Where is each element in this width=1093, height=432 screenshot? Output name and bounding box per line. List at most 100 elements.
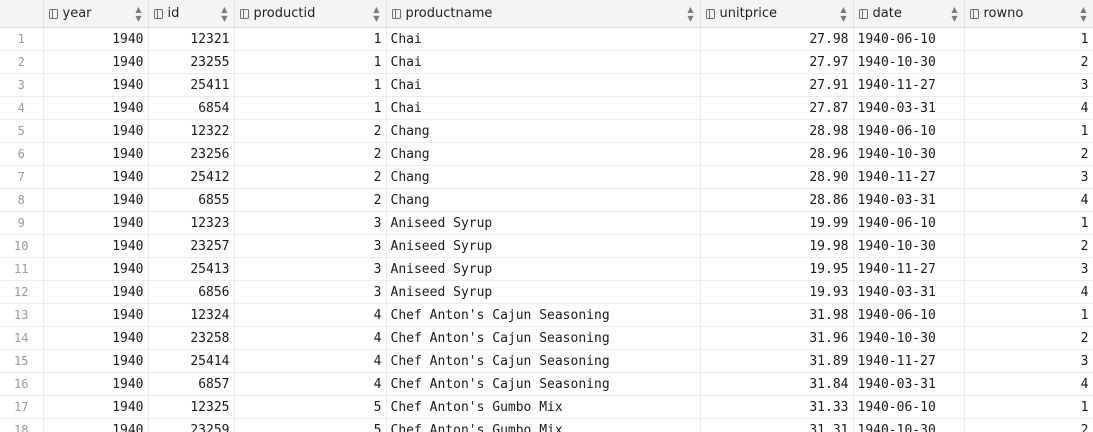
cell-productname[interactable]: Chang xyxy=(386,119,701,143)
cell-productid[interactable]: 1 xyxy=(234,73,387,97)
row-number-header[interactable] xyxy=(0,0,44,28)
cell-unitprice[interactable]: 31.96 xyxy=(700,326,854,350)
row-number[interactable]: 8 xyxy=(0,188,44,212)
cell-unitprice[interactable]: 27.91 xyxy=(700,73,854,97)
cell-id[interactable]: 12322 xyxy=(148,119,235,143)
cell-rowno[interactable]: 1 xyxy=(964,119,1093,143)
cell-year[interactable]: 1940 xyxy=(43,349,149,373)
cell-year[interactable]: 1940 xyxy=(43,326,149,350)
cell-rowno[interactable]: 3 xyxy=(964,73,1093,97)
row-number[interactable]: 15 xyxy=(0,349,44,373)
cell-productname[interactable]: Aniseed Syrup xyxy=(386,280,701,304)
cell-year[interactable]: 1940 xyxy=(43,234,149,258)
cell-unitprice[interactable]: 19.95 xyxy=(700,257,854,281)
cell-rowno[interactable]: 2 xyxy=(964,418,1093,432)
cell-unitprice[interactable]: 28.90 xyxy=(700,165,854,189)
row-number[interactable]: 10 xyxy=(0,234,44,258)
cell-productid[interactable]: 3 xyxy=(234,234,387,258)
cell-productid[interactable]: 2 xyxy=(234,188,387,212)
column-header-year[interactable]: year▲▼ xyxy=(43,0,149,28)
cell-unitprice[interactable]: 27.97 xyxy=(700,50,854,74)
cell-rowno[interactable]: 2 xyxy=(964,326,1093,350)
column-header-productid[interactable]: productid▲▼ xyxy=(234,0,387,28)
row-number[interactable]: 13 xyxy=(0,303,44,327)
cell-year[interactable]: 1940 xyxy=(43,303,149,327)
cell-date[interactable]: 1940-06-10 xyxy=(853,119,965,143)
cell-date[interactable]: 1940-11-27 xyxy=(853,257,965,281)
cell-productname[interactable]: Chef Anton's Cajun Seasoning xyxy=(386,326,701,350)
cell-id[interactable]: 6854 xyxy=(148,96,235,120)
cell-rowno[interactable]: 1 xyxy=(964,211,1093,235)
cell-productid[interactable]: 2 xyxy=(234,119,387,143)
cell-id[interactable]: 23259 xyxy=(148,418,235,432)
cell-year[interactable]: 1940 xyxy=(43,188,149,212)
cell-unitprice[interactable]: 28.96 xyxy=(700,142,854,166)
cell-rowno[interactable]: 3 xyxy=(964,257,1093,281)
cell-id[interactable]: 23255 xyxy=(148,50,235,74)
row-number[interactable]: 18 xyxy=(0,418,44,432)
cell-rowno[interactable]: 4 xyxy=(964,280,1093,304)
cell-unitprice[interactable]: 31.98 xyxy=(700,303,854,327)
row-number[interactable]: 14 xyxy=(0,326,44,350)
cell-unitprice[interactable]: 19.93 xyxy=(700,280,854,304)
cell-year[interactable]: 1940 xyxy=(43,119,149,143)
cell-productid[interactable]: 3 xyxy=(234,280,387,304)
sort-updown-icon[interactable]: ▲▼ xyxy=(687,4,694,23)
cell-id[interactable]: 12324 xyxy=(148,303,235,327)
cell-rowno[interactable]: 2 xyxy=(964,142,1093,166)
cell-productid[interactable]: 5 xyxy=(234,395,387,419)
cell-date[interactable]: 1940-03-31 xyxy=(853,96,965,120)
cell-id[interactable]: 25412 xyxy=(148,165,235,189)
column-header-id[interactable]: id▲▼ xyxy=(148,0,235,28)
cell-productid[interactable]: 1 xyxy=(234,50,387,74)
cell-id[interactable]: 25411 xyxy=(148,73,235,97)
cell-productid[interactable]: 3 xyxy=(234,257,387,281)
cell-year[interactable]: 1940 xyxy=(43,50,149,74)
cell-unitprice[interactable]: 31.33 xyxy=(700,395,854,419)
cell-date[interactable]: 1940-06-10 xyxy=(853,395,965,419)
cell-id[interactable]: 12321 xyxy=(148,27,235,51)
cell-id[interactable]: 6855 xyxy=(148,188,235,212)
cell-unitprice[interactable]: 31.89 xyxy=(700,349,854,373)
cell-id[interactable]: 23256 xyxy=(148,142,235,166)
cell-productname[interactable]: Aniseed Syrup xyxy=(386,257,701,281)
cell-productid[interactable]: 1 xyxy=(234,27,387,51)
cell-date[interactable]: 1940-10-30 xyxy=(853,326,965,350)
cell-date[interactable]: 1940-06-10 xyxy=(853,303,965,327)
cell-date[interactable]: 1940-03-31 xyxy=(853,188,965,212)
cell-year[interactable]: 1940 xyxy=(43,372,149,396)
row-number[interactable]: 17 xyxy=(0,395,44,419)
row-number[interactable]: 3 xyxy=(0,73,44,97)
cell-productname[interactable]: Chef Anton's Cajun Seasoning xyxy=(386,349,701,373)
row-number[interactable]: 4 xyxy=(0,96,44,120)
cell-productname[interactable]: Chef Anton's Cajun Seasoning xyxy=(386,303,701,327)
cell-year[interactable]: 1940 xyxy=(43,142,149,166)
cell-rowno[interactable]: 1 xyxy=(964,395,1093,419)
cell-year[interactable]: 1940 xyxy=(43,27,149,51)
cell-unitprice[interactable]: 28.86 xyxy=(700,188,854,212)
cell-productname[interactable]: Chef Anton's Gumbo Mix xyxy=(386,395,701,419)
row-number[interactable]: 5 xyxy=(0,119,44,143)
cell-date[interactable]: 1940-10-30 xyxy=(853,234,965,258)
cell-productid[interactable]: 4 xyxy=(234,326,387,350)
cell-year[interactable]: 1940 xyxy=(43,418,149,432)
cell-date[interactable]: 1940-11-27 xyxy=(853,349,965,373)
row-number[interactable]: 16 xyxy=(0,372,44,396)
cell-date[interactable]: 1940-10-30 xyxy=(853,142,965,166)
cell-date[interactable]: 1940-03-31 xyxy=(853,280,965,304)
cell-productname[interactable]: Aniseed Syrup xyxy=(386,234,701,258)
cell-productname[interactable]: Chai xyxy=(386,96,701,120)
cell-unitprice[interactable]: 28.98 xyxy=(700,119,854,143)
